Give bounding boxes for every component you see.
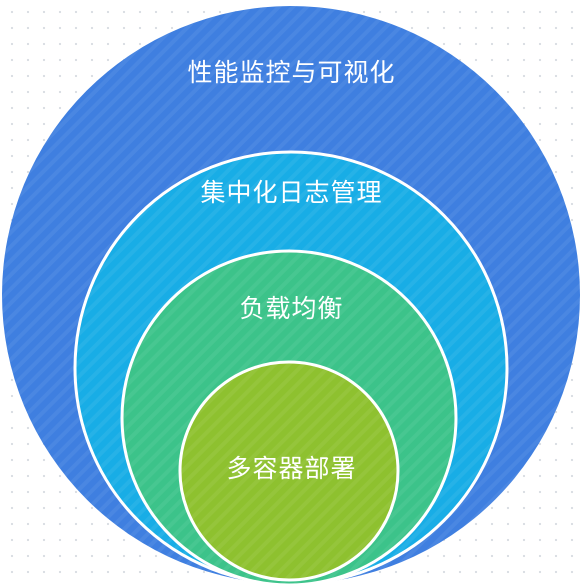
label-multi-container-deployment: 多容器部署 bbox=[226, 454, 357, 483]
layer-inner-circle bbox=[178, 360, 400, 582]
label-centralized-logging: 集中化日志管理 bbox=[200, 178, 383, 207]
label-performance-monitoring: 性能监控与可视化 bbox=[187, 58, 396, 87]
label-load-balancing: 负载均衡 bbox=[239, 294, 344, 323]
